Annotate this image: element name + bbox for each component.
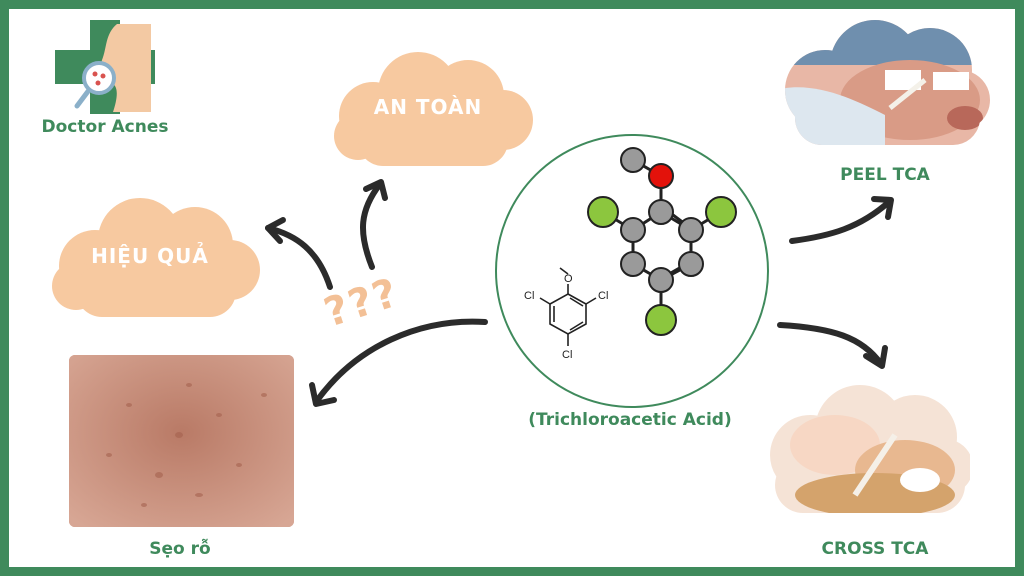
atom-carbon-methyl	[620, 147, 646, 173]
atom-carbon-1	[648, 199, 674, 225]
arrow-to-effect	[265, 225, 333, 290]
brand-name: Doctor Acnes	[41, 117, 169, 137]
arrow-head-peel	[871, 196, 894, 220]
arrow-to-peel	[789, 198, 893, 244]
skeletal-label-cl-bottom: Cl	[562, 349, 572, 361]
cloud-safety	[334, 52, 533, 166]
atom-carbon-6	[678, 217, 704, 243]
arrow-head-scar	[309, 382, 337, 407]
medical-cross-face-magnifier-icon	[55, 20, 155, 114]
arrow-head-cross	[863, 345, 888, 369]
skeletal-label-o: O	[564, 273, 573, 285]
atom-carbon-3	[620, 251, 646, 277]
skeletal-formula: O Cl Cl Cl	[524, 267, 608, 361]
arrow-to-scar	[313, 318, 488, 405]
molecule-caption: (Trichloroacetic Acid)	[528, 410, 732, 430]
arrow-head-effect	[265, 217, 286, 244]
atom-chlorine-right	[705, 196, 737, 228]
cloud-effect	[52, 198, 260, 317]
arrow-head-safety	[363, 179, 388, 201]
atom-carbon-5	[678, 251, 704, 277]
arrow-to-safety	[360, 181, 383, 270]
cross-tca-label: CROSS TCA	[821, 539, 929, 559]
peel-tca-label: PEEL TCA	[840, 165, 930, 185]
cross-tca-photo	[770, 385, 970, 513]
scar-label: Sẹo rỗ	[149, 539, 211, 559]
atom-oxygen	[648, 163, 674, 189]
molecule-3d-model	[587, 147, 737, 336]
atom-chlorine-left	[587, 196, 619, 228]
peel-tca-photo	[785, 20, 990, 145]
atom-chlorine-bottom	[645, 304, 677, 336]
acne-scar-photo	[69, 355, 294, 527]
cloud-effect-label: HIỆU QUẢ	[91, 244, 209, 268]
atom-carbon-4	[648, 267, 674, 293]
cloud-safety-label: AN TOÀN	[373, 95, 483, 119]
atom-carbon-2	[620, 217, 646, 243]
arrow-to-cross	[777, 322, 884, 367]
skeletal-label-cl-right: Cl	[598, 290, 608, 302]
skeletal-label-cl-left: Cl	[524, 290, 534, 302]
